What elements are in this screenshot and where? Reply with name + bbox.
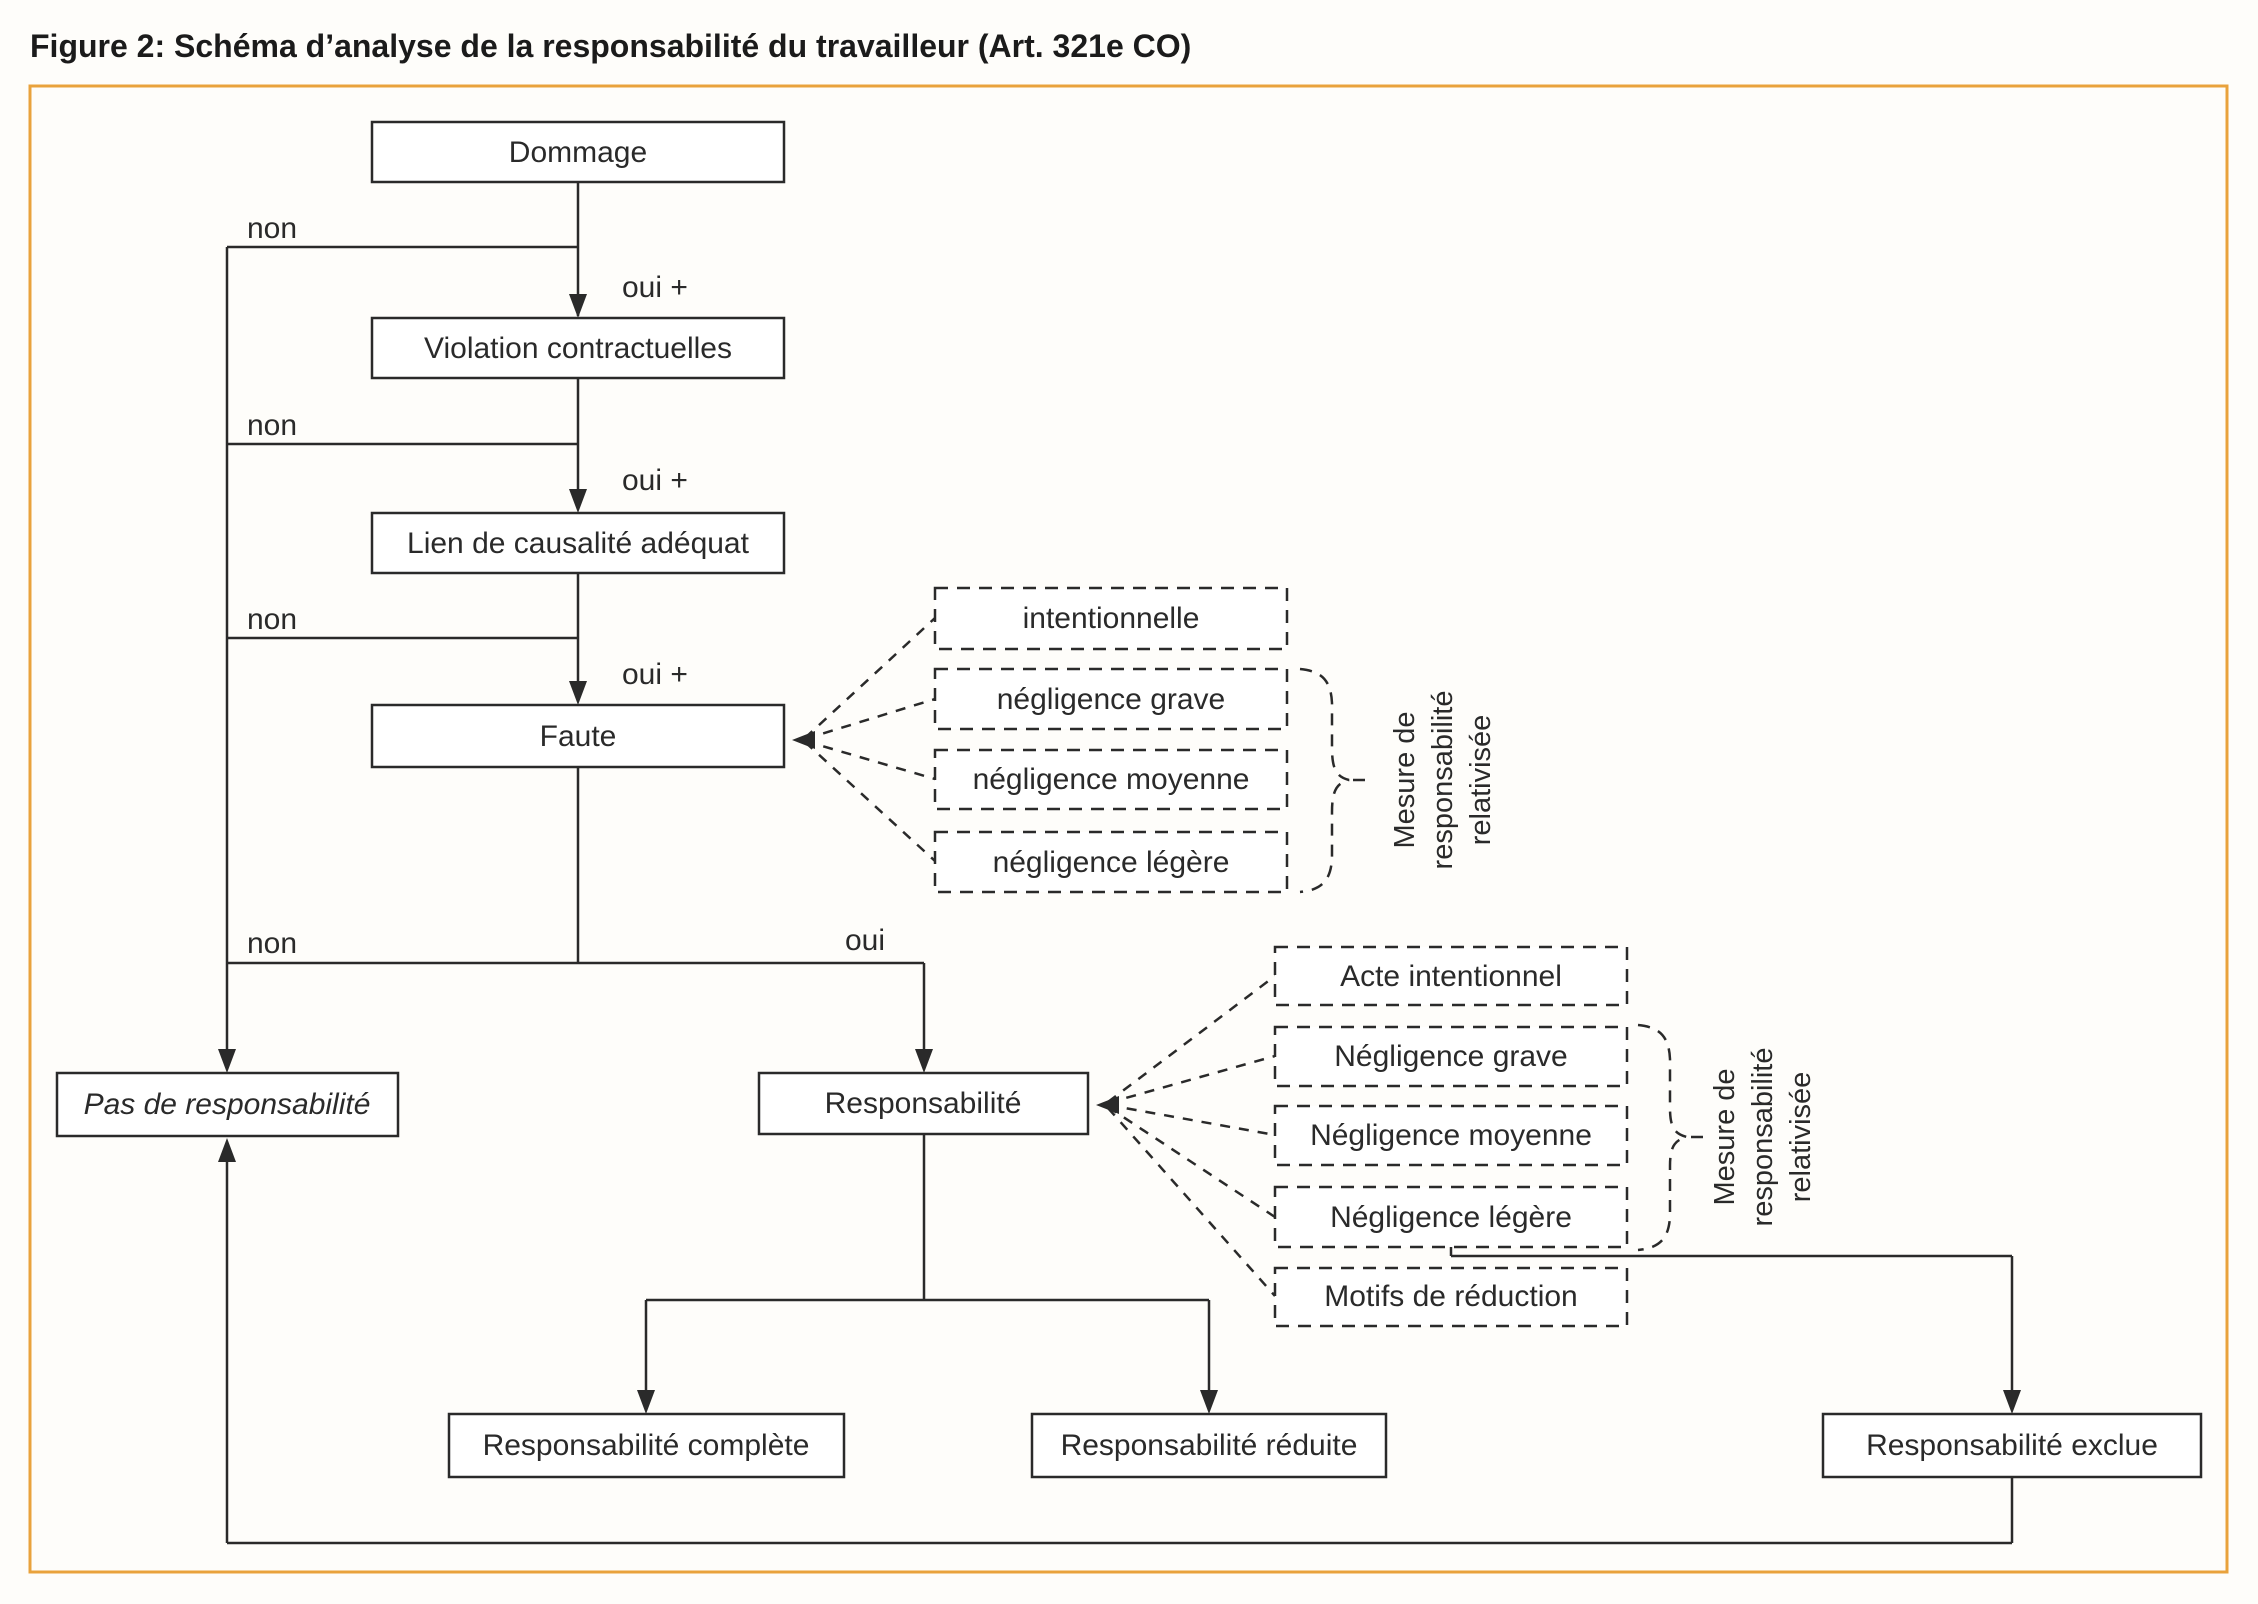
degree-negligence-grave-box bbox=[933, 667, 1289, 731]
node-dommage-box bbox=[370, 120, 786, 184]
label-non-4: non bbox=[247, 927, 297, 960]
node-reduite-box bbox=[1030, 1412, 1388, 1479]
degree-negligence-grave2-label: Négligence grave bbox=[1334, 1040, 1567, 1073]
arrow-into-pas bbox=[218, 1049, 236, 1073]
node-responsabilite-label: Responsabilité bbox=[825, 1087, 1022, 1120]
fan-faute-moyenne bbox=[804, 739, 936, 781]
degree-intentionnelle-box bbox=[933, 586, 1289, 651]
degree-negligence-moyenne-label: négligence moyenne bbox=[973, 763, 1250, 796]
measure-resp-line3: relativisée bbox=[1785, 1072, 1817, 1203]
label-oui-plus-2: oui + bbox=[622, 464, 688, 497]
arrow-into-responsabilite bbox=[915, 1049, 933, 1073]
faute-fan-lines bbox=[804, 617, 936, 862]
measure-faute-line1: Mesure de bbox=[1389, 711, 1421, 848]
responsabilite-degree-boxes: Acte intentionnel Négligence grave Négli… bbox=[1273, 945, 1629, 1328]
arrow-into-violation bbox=[569, 294, 587, 318]
fan-resp-motifs bbox=[1107, 1107, 1276, 1297]
degree-negligence-legere2-box bbox=[1273, 1185, 1629, 1249]
measure-label-responsabilite: Mesure de responsabilité relativisée bbox=[1709, 1048, 1817, 1227]
faute-degree-boxes: intentionnelle négligence grave négligen… bbox=[933, 586, 1289, 894]
label-non-1: non bbox=[247, 212, 297, 245]
fan-faute-grave bbox=[804, 697, 936, 741]
node-responsabilite-box bbox=[757, 1071, 1090, 1136]
node-exclue-box bbox=[1821, 1412, 2203, 1479]
node-lien-label: Lien de causalité adéquat bbox=[407, 527, 750, 560]
fan-faute-intentionnelle bbox=[804, 617, 936, 739]
node-exclue-label: Responsabilité exclue bbox=[1866, 1429, 2158, 1462]
label-oui-plus-3: oui + bbox=[622, 658, 688, 691]
fan-resp-grave bbox=[1107, 1054, 1276, 1105]
node-pas-label: Pas de responsabilité bbox=[84, 1088, 371, 1121]
label-oui: oui bbox=[845, 924, 885, 957]
fan-faute-legere bbox=[804, 741, 936, 862]
degree-intentionnelle-label: intentionnelle bbox=[1023, 602, 1200, 635]
degree-negligence-legere-box bbox=[933, 830, 1289, 894]
arrow-into-exclue bbox=[2003, 1390, 2021, 1414]
edge-labels: non non non non oui + oui + oui + oui bbox=[247, 212, 885, 960]
arrow-up-into-pas bbox=[218, 1138, 236, 1162]
node-dommage-label: Dommage bbox=[509, 136, 647, 169]
arrow-into-reduite bbox=[1200, 1390, 1218, 1414]
measure-faute-line3: relativisée bbox=[1465, 715, 1497, 846]
node-violation-label: Violation contractuelles bbox=[424, 332, 732, 365]
node-reduite-label: Responsabilité réduite bbox=[1061, 1429, 1358, 1462]
degree-negligence-legere2-label: Négligence légère bbox=[1330, 1201, 1572, 1234]
node-violation-box bbox=[370, 316, 786, 380]
label-oui-plus-1: oui + bbox=[622, 271, 688, 304]
degree-acte-intentionnel-label: Acte intentionnel bbox=[1340, 960, 1562, 993]
degree-negligence-legere-label: négligence légère bbox=[993, 846, 1230, 879]
degree-negligence-moyenne2-box bbox=[1273, 1104, 1629, 1167]
fan-resp-moyenne bbox=[1107, 1103, 1276, 1137]
arrow-into-faute bbox=[569, 681, 587, 705]
node-complete-box bbox=[447, 1412, 846, 1479]
measure-label-faute: Mesure de responsabilité relativisée bbox=[1389, 691, 1497, 870]
arrow-fan-into-faute bbox=[792, 731, 815, 749]
degree-acte-intentionnel-box bbox=[1273, 945, 1629, 1007]
responsabilite-fan-lines bbox=[1107, 975, 1276, 1297]
measure-resp-line1: Mesure de bbox=[1709, 1068, 1741, 1205]
figure-title: Figure 2: Schéma d’analyse de la respons… bbox=[30, 28, 1191, 64]
label-non-3: non bbox=[247, 603, 297, 636]
arrow-into-complete bbox=[637, 1390, 655, 1414]
node-faute-label: Faute bbox=[540, 720, 617, 753]
fan-resp-acte bbox=[1107, 975, 1276, 1103]
node-faute-box bbox=[370, 703, 786, 769]
node-pas-box bbox=[55, 1071, 400, 1138]
figure-frame bbox=[28, 84, 2229, 1574]
arrow-into-lien bbox=[569, 489, 587, 513]
degree-negligence-moyenne-box bbox=[933, 748, 1289, 811]
degree-motifs-reduction-label: Motifs de réduction bbox=[1324, 1280, 1577, 1313]
degree-negligence-grave2-box bbox=[1273, 1025, 1629, 1088]
degree-negligence-grave-label: négligence grave bbox=[997, 683, 1226, 716]
measure-resp-line2: responsabilité bbox=[1747, 1048, 1779, 1227]
measure-faute-line2: responsabilité bbox=[1427, 691, 1459, 870]
label-non-2: non bbox=[247, 409, 297, 442]
brace-faute-measure bbox=[1299, 667, 1350, 894]
degree-negligence-moyenne2-label: Négligence moyenne bbox=[1310, 1119, 1592, 1152]
node-complete-label: Responsabilité complète bbox=[483, 1429, 810, 1462]
node-lien-box bbox=[370, 511, 786, 575]
fan-resp-legere bbox=[1107, 1105, 1276, 1219]
degree-motifs-reduction-box bbox=[1273, 1266, 1629, 1328]
solid-nodes: Dommage Violation contractuelles Lien de… bbox=[55, 120, 2203, 1479]
brace-responsabilite-measure bbox=[1637, 1023, 1688, 1252]
